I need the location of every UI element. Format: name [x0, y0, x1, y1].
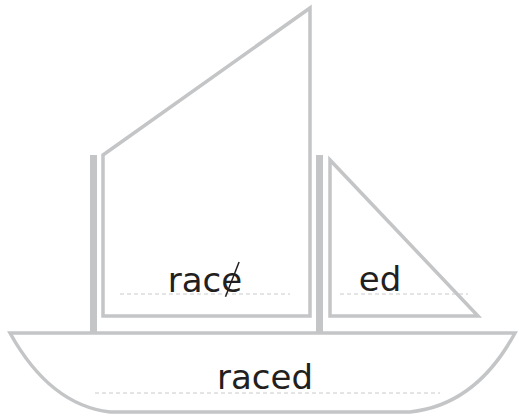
boat-hull: raced	[8, 331, 518, 415]
word-part: ed	[359, 262, 402, 296]
outline	[10, 333, 515, 412]
word-part: race	[168, 263, 242, 297]
main-sail: race	[101, 6, 312, 318]
word-part: raced	[217, 360, 313, 394]
jib-sail-outline	[328, 158, 480, 318]
outline	[330, 160, 478, 316]
mast	[316, 155, 323, 333]
mast	[90, 155, 97, 333]
jib-sail: ed	[328, 158, 480, 318]
outline	[103, 8, 310, 316]
